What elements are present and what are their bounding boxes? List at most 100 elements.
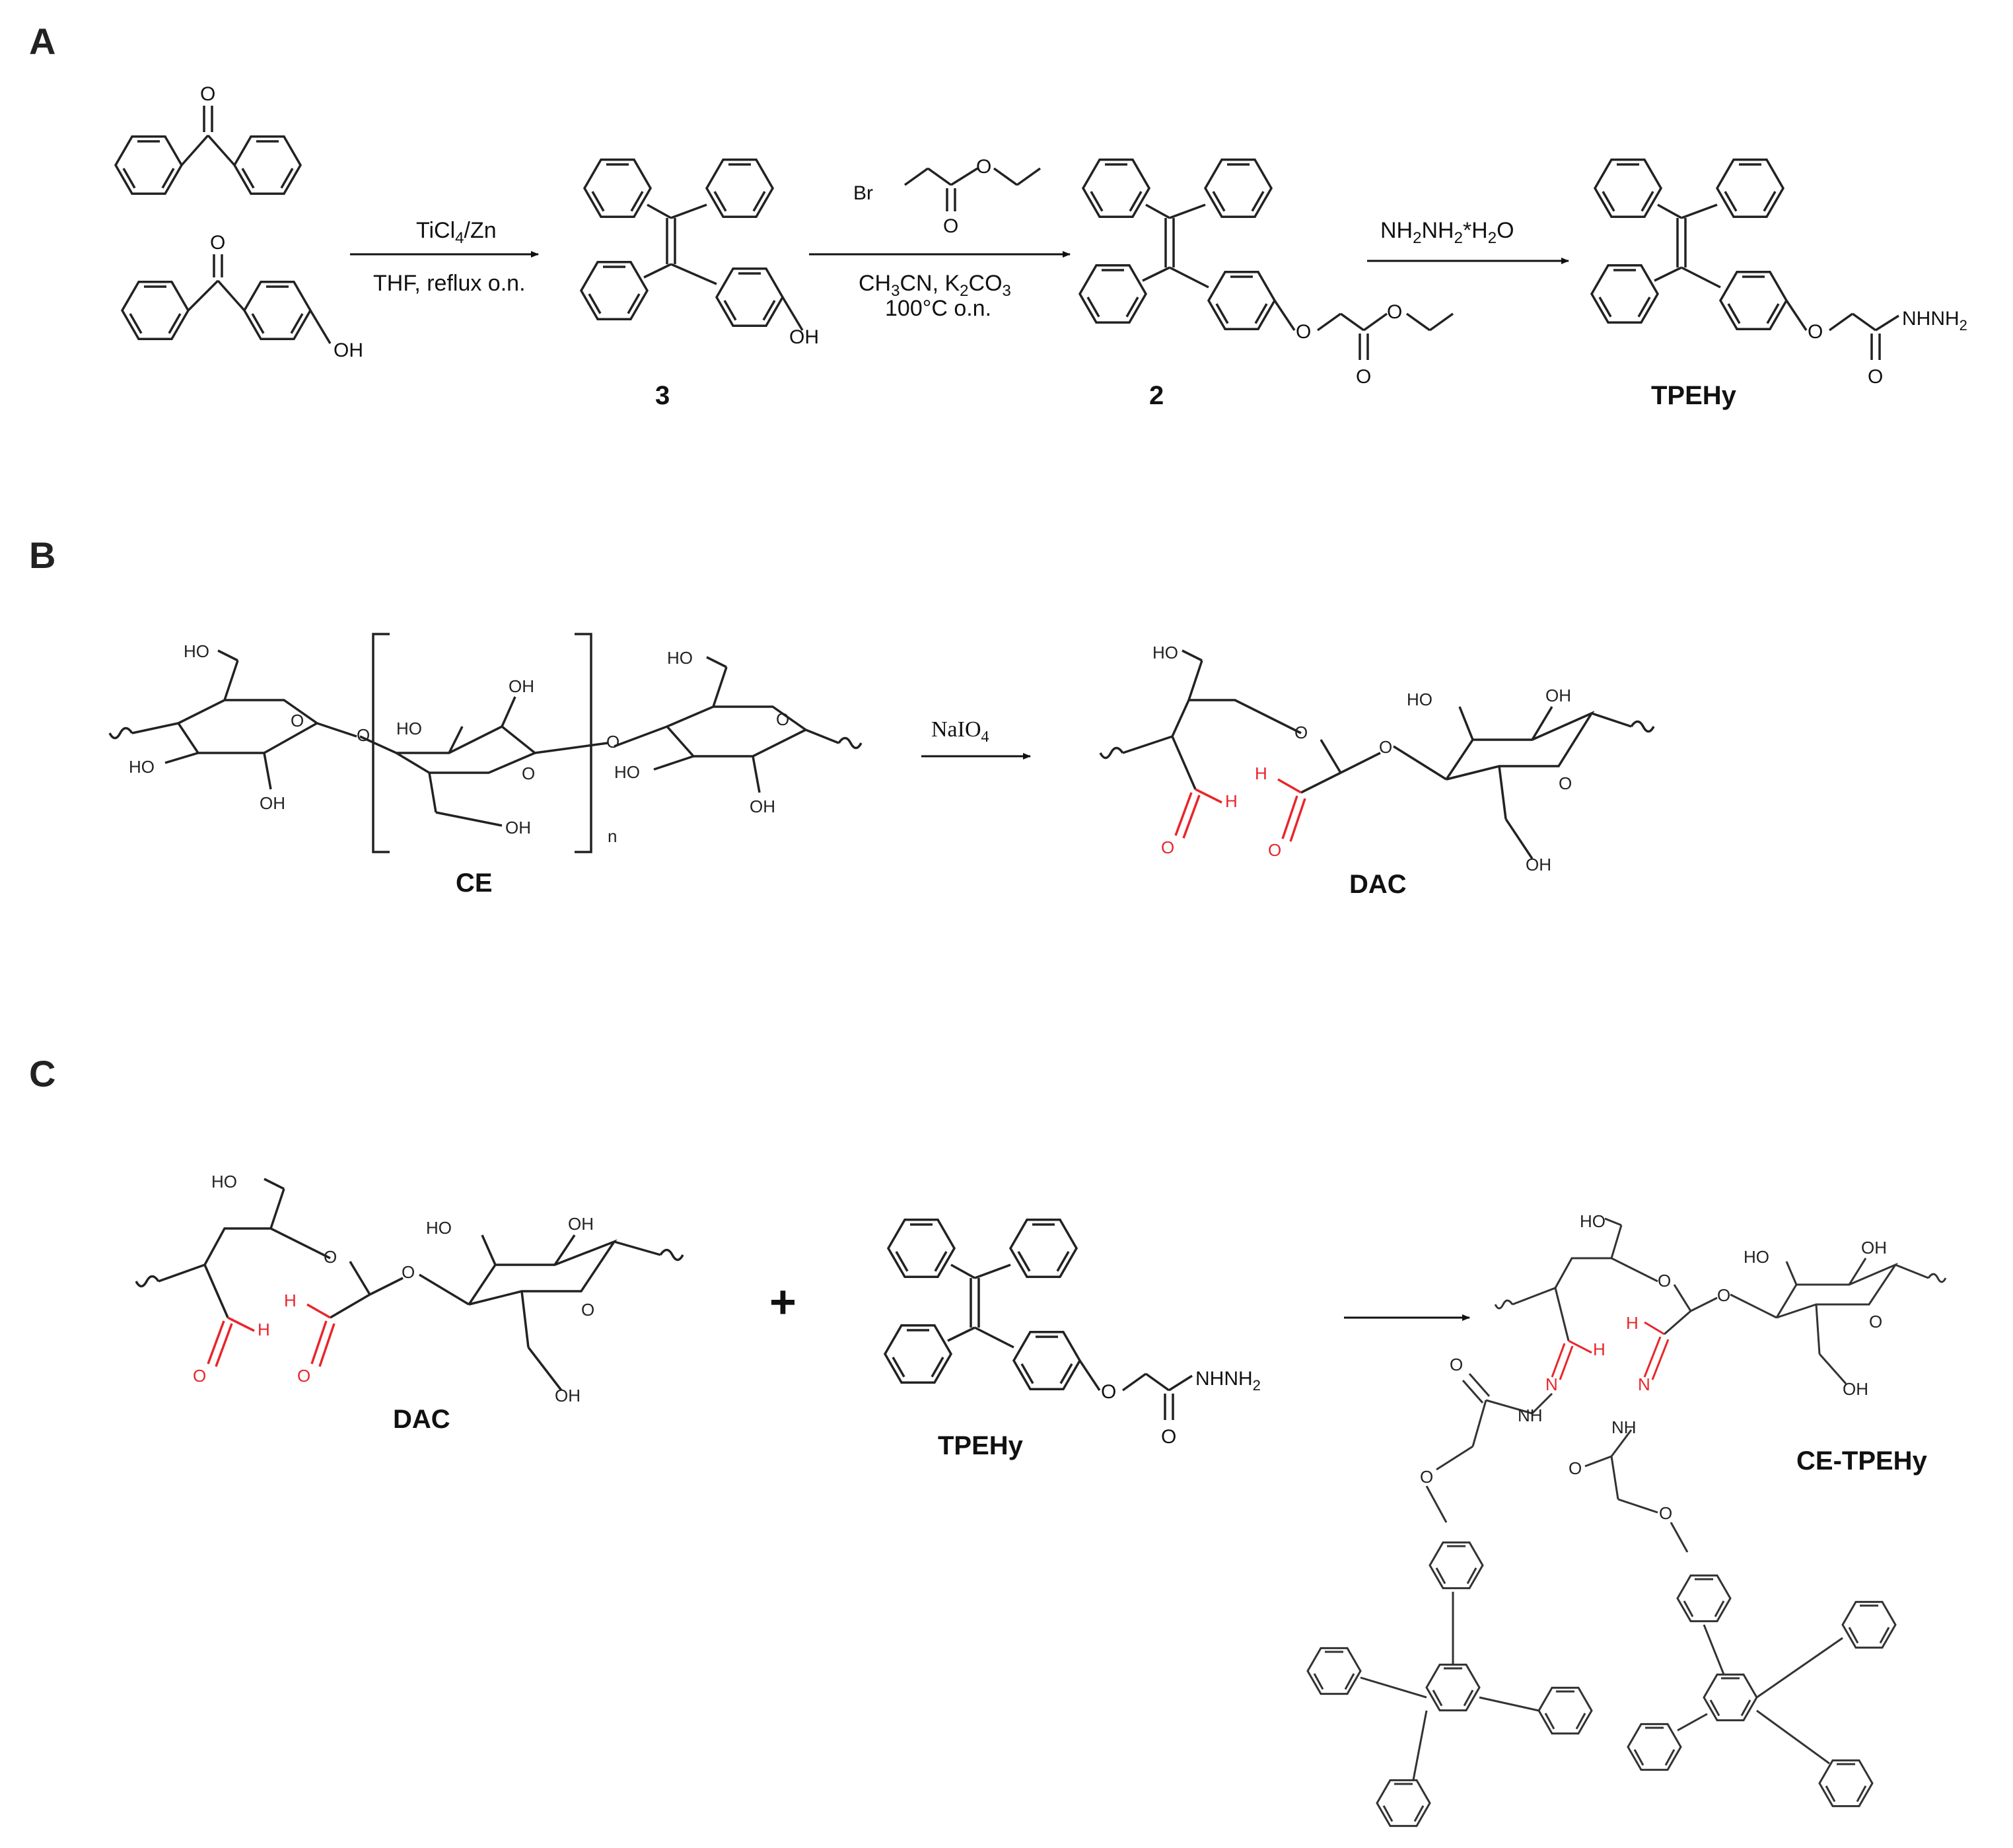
svg-text:n: n: [608, 826, 617, 846]
svg-text:O: O: [1379, 737, 1392, 757]
svg-text:O: O: [581, 1300, 594, 1320]
cellulose-ce: [108, 633, 863, 853]
svg-text:HO: HO: [1407, 690, 1432, 709]
svg-text:O: O: [291, 711, 304, 730]
svg-text:HO: HO: [211, 1172, 237, 1191]
svg-text:O: O: [357, 725, 370, 745]
svg-text:NHNH2: NHNH2: [1902, 308, 1967, 334]
product-tpe-left: [1306, 1541, 1593, 1828]
svg-text:O: O: [1420, 1467, 1433, 1487]
svg-text:O: O: [1268, 840, 1281, 860]
step1-top: TiCl4/Zn: [416, 218, 497, 247]
svg-text:HO: HO: [184, 641, 209, 661]
plus-sign: +: [769, 1276, 796, 1328]
svg-text:O: O: [522, 764, 535, 783]
dac-c: [135, 1178, 684, 1392]
svg-text:O: O: [297, 1366, 310, 1386]
svg-text:OH: OH: [555, 1386, 581, 1405]
svg-text:O: O: [1296, 321, 1311, 343]
svg-text:O: O: [1161, 837, 1174, 857]
aldehyde-groups-c: [207, 1303, 336, 1367]
svg-text:OH: OH: [1861, 1238, 1887, 1258]
hydrazone-links: [1551, 1321, 1670, 1380]
svg-text:OH: OH: [1545, 686, 1571, 705]
svg-text:NH: NH: [1518, 1405, 1543, 1425]
svg-text:N: N: [1638, 1374, 1650, 1394]
panel-label-c: C: [29, 1053, 55, 1094]
product-tpe-right: [1627, 1574, 1897, 1808]
svg-text:O: O: [193, 1366, 206, 1386]
svg-text:HO: HO: [129, 757, 155, 777]
svg-text:O: O: [1450, 1355, 1463, 1374]
svg-text:O: O: [1294, 723, 1308, 742]
hydroxybenzophenone: O OH: [121, 232, 363, 361]
periodate-reagent: NaIO4: [931, 717, 989, 746]
svg-text:OH: OH: [509, 676, 534, 696]
tpehy-a: O NHNH2 O: [1590, 158, 1967, 388]
label-dac-c: DAC: [393, 1405, 450, 1434]
svg-text:H: H: [1626, 1313, 1639, 1333]
step2-line2: 100°C o.n.: [885, 296, 991, 321]
label-ce-tpehy: CE-TPEHy: [1796, 1446, 1928, 1475]
svg-text:OH: OH: [1526, 855, 1551, 874]
svg-text:NHNH2: NHNH2: [1195, 1368, 1261, 1394]
svg-text:HO: HO: [396, 719, 422, 738]
svg-text:HO: HO: [426, 1218, 452, 1238]
svg-text:O: O: [1717, 1285, 1730, 1305]
svg-text:O: O: [1101, 1381, 1116, 1403]
compound-2: O O O: [1078, 158, 1454, 388]
label-tpehy-a: TPEHy: [1651, 381, 1737, 410]
svg-text:HO: HO: [1580, 1211, 1606, 1231]
svg-text:H: H: [1593, 1339, 1606, 1359]
panel-label-a: A: [29, 20, 55, 62]
tpehy-c: O NHNH2 O: [884, 1218, 1261, 1448]
svg-text:OH: OH: [260, 793, 285, 813]
svg-text:O: O: [402, 1262, 415, 1282]
svg-text:O: O: [324, 1247, 337, 1267]
svg-text:Br: Br: [853, 182, 873, 204]
step1-bottom: THF, reflux o.n.: [373, 271, 526, 296]
aldehyde-groups-b: [1174, 778, 1306, 842]
svg-text:H: H: [1225, 791, 1238, 811]
ethyl-bromoacetate: [903, 167, 1042, 211]
svg-text:O: O: [1356, 366, 1371, 388]
dac-b: [1099, 649, 1655, 859]
svg-text:OH: OH: [334, 339, 363, 361]
svg-text:O: O: [1161, 1426, 1176, 1448]
svg-text:H: H: [258, 1320, 270, 1339]
svg-text:O: O: [1658, 1271, 1671, 1291]
svg-text:O: O: [1387, 301, 1402, 323]
label-tpehy-c: TPEHy: [938, 1431, 1024, 1460]
svg-text:NH: NH: [1611, 1417, 1637, 1437]
svg-text:HO: HO: [1744, 1247, 1769, 1267]
label-compound-3: 3: [655, 381, 670, 410]
label-ce: CE: [456, 869, 493, 898]
svg-text:O: O: [1869, 1312, 1882, 1332]
svg-text:OH: OH: [789, 326, 819, 348]
svg-text:H: H: [1255, 764, 1267, 783]
svg-text:O: O: [1808, 321, 1823, 343]
compound-3: OH: [580, 158, 819, 348]
svg-text:O: O: [200, 83, 215, 105]
svg-text:O: O: [976, 156, 991, 178]
label-compound-2: 2: [1149, 381, 1164, 410]
step2-line1: CH3CN, K2CO3: [859, 271, 1011, 300]
ce-tpehy-product: [1425, 1217, 1947, 1553]
step3-reagent: NH2NH2*H2O: [1380, 218, 1514, 247]
svg-text:H: H: [284, 1291, 297, 1310]
svg-text:O: O: [210, 232, 225, 254]
svg-text:O: O: [1868, 366, 1883, 388]
svg-text:OH: OH: [750, 797, 775, 816]
svg-text:O: O: [776, 709, 789, 729]
benzophenone: O: [114, 83, 302, 195]
svg-text:OH: OH: [1843, 1379, 1868, 1399]
svg-text:O: O: [1559, 773, 1572, 793]
svg-text:HO: HO: [1152, 643, 1178, 662]
svg-text:OH: OH: [568, 1214, 594, 1234]
svg-text:O: O: [1569, 1458, 1582, 1478]
panel-label-b: B: [29, 534, 55, 576]
svg-text:O: O: [1659, 1503, 1672, 1523]
svg-text:OH: OH: [505, 818, 531, 837]
svg-text:HO: HO: [667, 648, 693, 668]
